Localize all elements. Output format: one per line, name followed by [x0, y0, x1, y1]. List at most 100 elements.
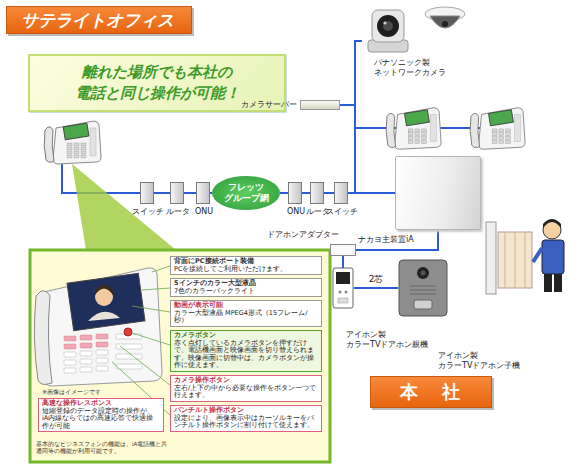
- node-body: 短縮登録のデータ設定時の操作が、iA内線ならではの高速応答で快適操作が可能: [42, 408, 160, 431]
- zoomed-phone: [64, 334, 142, 373]
- node-label: スイッチ: [322, 207, 362, 217]
- node-label: パナソニック製 ネットワークカメラ: [374, 58, 464, 78]
- node-body: 7色のカラーバックライト: [174, 288, 318, 296]
- node-label: カメラサーバー: [239, 100, 297, 110]
- node-label: 本 社: [400, 380, 463, 404]
- ip-phone: [470, 108, 525, 150]
- node-label: 高速な操作レスポンス: [42, 400, 160, 408]
- node-label: 動画が表示可能: [174, 302, 318, 310]
- network-camera: [383, 21, 386, 24]
- network-cable: [154, 192, 170, 194]
- zoom-wedge: [72, 164, 176, 250]
- zoomed-phone: [96, 342, 108, 347]
- node-body: 設定により、画像表示中はカーソルキーをパンチルト操作ボタンに割り付けて使えます。: [174, 415, 318, 430]
- node-label: 背面にPC接続ポート装備: [174, 258, 318, 266]
- note-text: ※画像はイメージです: [42, 388, 160, 396]
- node-body: 左右/上下の中から必要な操作をボタン一つで行えます。: [174, 385, 318, 400]
- node-body: PCを接続してご利用いただけます。: [174, 266, 318, 274]
- door-intercom: [333, 268, 353, 308]
- zoomed-phone: [96, 366, 108, 371]
- door-intercom: [345, 291, 348, 294]
- zoomed-phone: [116, 354, 142, 359]
- zoomed-phone: [80, 343, 92, 348]
- node-label: フレッツ グループ網: [212, 182, 280, 204]
- node-label: ドアホンアダプター: [267, 230, 347, 240]
- feature-callout: パンチルト操作ボタン設定により、画像表示中はカーソルキーをパンチルト操作ボタンに…: [170, 405, 322, 432]
- zoomed-phone: [80, 351, 92, 356]
- node-label: カメラ操作ボタン: [174, 377, 318, 385]
- door-intercom: [333, 260, 447, 316]
- gate-and-visitor: [486, 222, 496, 294]
- leader-line: [132, 306, 170, 312]
- gate-and-visitor: [554, 274, 562, 292]
- zoomed-phone: [96, 350, 108, 355]
- zoomed-phone: [43, 268, 162, 386]
- network-device: ルータ: [310, 182, 324, 204]
- zoomed-phone: [64, 344, 76, 349]
- node-label: 5インチのカラー大型液晶: [174, 280, 318, 288]
- network-cable: [324, 192, 334, 194]
- zoomed-phone: [80, 367, 92, 372]
- network-cloud: フレッツ グループ網: [212, 176, 280, 210]
- feature-callout: カメラ操作ボタン左右/上下の中から必要な操作をボタン一つで行えます。: [170, 375, 322, 402]
- leader-line: [132, 333, 170, 345]
- feature-callout: 高速な操作レスポンス短縮登録のデータ設定時の操作が、iA内線ならではの高速応答で…: [38, 398, 164, 432]
- gate-and-visitor: [544, 274, 552, 292]
- door-intercom: [410, 294, 436, 295]
- node-label: パンチルト操作ボタン: [174, 407, 318, 415]
- network-cable: [342, 256, 344, 268]
- node-label: アイホン製 カラーTVドアホン子機: [438, 351, 530, 371]
- door-intercom: [410, 286, 436, 287]
- node-label: ONU: [184, 207, 224, 217]
- feature-callout: 背面にPC接続ポート装備PCを接続してご利用いただけます。: [170, 256, 322, 275]
- gate-and-visitor: [515, 232, 516, 288]
- network-device: ONU: [196, 182, 210, 204]
- ip-phone: [44, 121, 101, 164]
- zoomed-phone: [95, 285, 113, 295]
- network-device: ルータ: [170, 182, 184, 204]
- zoomed-phone: [64, 334, 108, 349]
- gate-and-visitor: [543, 219, 561, 228]
- network-cable: [340, 105, 355, 193]
- leader-line: [142, 288, 170, 290]
- zoomed-phone: [64, 360, 76, 365]
- main-unit: ナカヨ主装置iA: [395, 156, 481, 230]
- network-device: スイッチ: [140, 182, 154, 204]
- network-cable: [302, 192, 310, 194]
- network-camera: [430, 16, 460, 28]
- door-intercom: [399, 260, 447, 316]
- zoomed-phone: [96, 358, 108, 363]
- gate-and-visitor: [498, 232, 532, 288]
- camera-group: パナソニック製 ネットワークカメラ: [362, 2, 472, 80]
- network-cable: [340, 41, 362, 105]
- node-label: ナカヨ主装置iA: [358, 235, 438, 245]
- zoomed-phone: [80, 335, 92, 340]
- network-cable: [280, 192, 288, 194]
- door-intercom: [414, 300, 432, 309]
- network-cable: [356, 230, 438, 250]
- door-adapter: ドアホンアダプター: [330, 244, 356, 256]
- node-label: サテライトオフィス: [21, 9, 174, 32]
- network-camera: [442, 21, 448, 27]
- zoomed-phone: [34, 291, 52, 385]
- door-intercom: [410, 290, 436, 291]
- node-label: アイホン製 カラーTVドアホン親機: [346, 330, 434, 350]
- node-label: ルータ: [158, 207, 198, 217]
- leader-line: [112, 266, 170, 415]
- node-label: 離れた場所でも本社の 電話と同じ操作が可能！: [30, 62, 284, 104]
- zoomed-phone: [124, 328, 132, 336]
- zoom-wedge: [72, 164, 176, 250]
- zoomed-phone: [80, 359, 92, 364]
- zoomed-phone: [64, 336, 76, 341]
- feature-callout: カメラボタン赤く点灯しているカメラボタンを押すだけで、電話機画面と映像画面を切り…: [170, 330, 322, 372]
- gate-and-visitor: [486, 219, 564, 294]
- network-camera: [368, 7, 465, 52]
- zoomed-phone: [34, 268, 162, 386]
- network-camera: [372, 10, 404, 42]
- title-band: サテライトオフィス: [6, 6, 192, 34]
- gate-and-visitor: [505, 232, 506, 288]
- node-label: カメラボタン: [174, 332, 318, 340]
- zoom-panel: [30, 250, 330, 462]
- note-text: 基本的なビジネスフォンの機能は、iA電話機と共通同等の機能が利用可能です。: [36, 441, 168, 455]
- door-intercom: [336, 272, 350, 284]
